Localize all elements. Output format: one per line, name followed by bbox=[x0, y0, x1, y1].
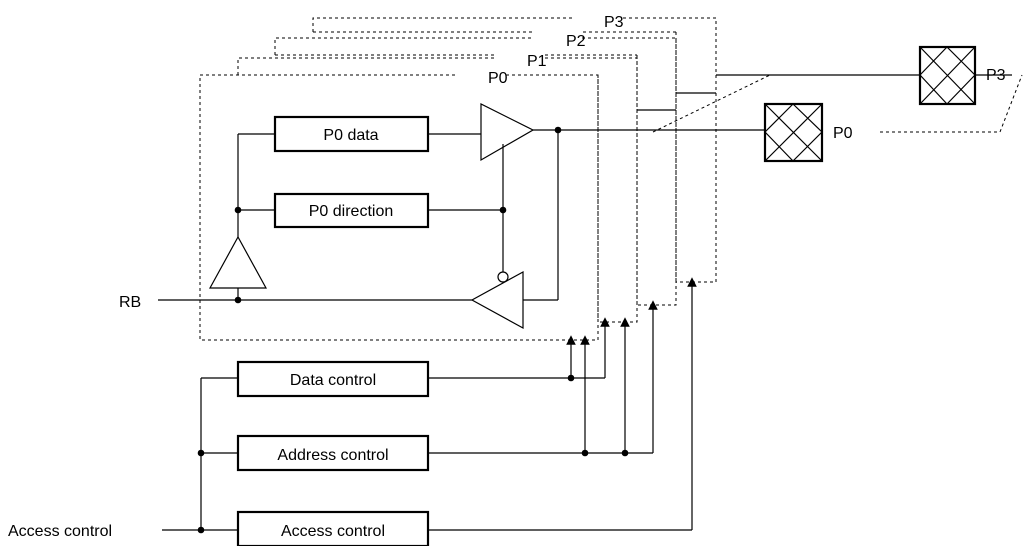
junction-dot bbox=[621, 449, 629, 457]
junction-dot bbox=[197, 526, 205, 534]
plane-p3 bbox=[312, 17, 717, 283]
access-control-label: Access control bbox=[281, 523, 385, 540]
plane-p2 bbox=[274, 37, 677, 306]
plane-label-p3: P3 bbox=[604, 14, 624, 31]
junction-dot bbox=[197, 449, 205, 457]
plane-p1 bbox=[237, 57, 638, 323]
output-buffer bbox=[480, 103, 535, 162]
junction-dot bbox=[567, 374, 575, 382]
enable-bubble bbox=[497, 271, 509, 283]
control-wiring bbox=[162, 277, 697, 531]
address-control-label: Address control bbox=[277, 447, 388, 464]
pin-p3 bbox=[918, 45, 977, 106]
pin-label-p3: P3 bbox=[986, 67, 1006, 84]
p0-data-label: P0 data bbox=[323, 127, 378, 144]
p0-data-register: P0 data bbox=[273, 115, 430, 153]
plane-label-p1: P1 bbox=[527, 53, 547, 70]
rb-label: RB bbox=[119, 294, 141, 311]
junction-dot bbox=[554, 126, 562, 134]
plane-label-p2: P2 bbox=[566, 33, 586, 50]
data-control-label: Data control bbox=[290, 372, 376, 389]
input-buffer-left bbox=[470, 270, 524, 330]
plane-p0 bbox=[199, 74, 599, 341]
data-control-block: Data control bbox=[236, 360, 430, 398]
pin-p0 bbox=[763, 102, 824, 163]
plane-label-p0: P0 bbox=[488, 70, 508, 87]
input-buffer-up bbox=[208, 235, 268, 289]
address-control-block: Address control bbox=[236, 434, 430, 472]
p0-direction-register: P0 direction bbox=[273, 192, 430, 229]
pin-label-p0: P0 bbox=[833, 125, 853, 142]
junction-dot bbox=[234, 206, 242, 214]
pin-connections bbox=[637, 74, 1023, 133]
p0-direction-label: P0 direction bbox=[309, 203, 394, 220]
junction-dot bbox=[581, 449, 589, 457]
access-control-block: Access control bbox=[236, 510, 430, 546]
p0-wiring bbox=[158, 129, 765, 301]
junction-dot bbox=[234, 296, 242, 304]
access-control-input-label: Access control bbox=[8, 523, 112, 540]
junction-dot bbox=[499, 206, 507, 214]
